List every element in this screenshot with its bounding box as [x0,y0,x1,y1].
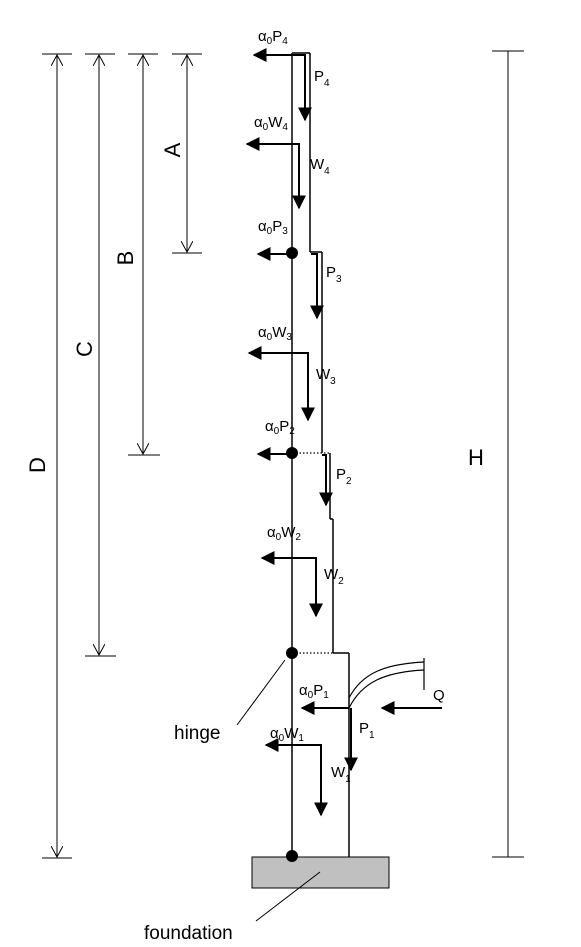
foundation-block [251,856,390,889]
hinge-leader [236,659,286,726]
hinge-label: hinge [174,723,221,744]
joint-base [286,850,298,862]
arrow-W4 [288,143,306,210]
arrow-W3 [296,352,315,422]
dimension-label-D: D [25,457,50,473]
arrow-P3 [310,253,324,320]
dimension-C: C [72,53,116,657]
label-a0W2: α0W2 [267,524,301,543]
dimension-label-H: H [468,445,484,470]
label-P4: P4 [314,68,330,89]
dimension-D: D [25,53,72,859]
arrow-W1 [300,744,328,817]
dimension-B: B [113,53,160,456]
label-a0W1: α0W1 [270,725,304,744]
label-a0W4: α0W4 [254,114,288,133]
arrow-W2 [300,557,323,618]
label-W3: W3 [316,366,336,387]
dimension-H: H [468,50,524,858]
dimension-label-C: C [72,341,97,357]
arrow-P2 [319,454,333,507]
label-Q: Q [433,687,445,704]
label-W1: W1 [331,764,351,785]
vault-element [348,658,425,709]
label-P3: P3 [326,264,342,285]
label-W2: W2 [324,566,344,587]
dimension-label-A: A [160,142,185,157]
dimension-A: A [160,53,202,254]
joint-3 [286,247,298,259]
label-W4: W4 [310,156,330,177]
label-a0P1: α0P1 [299,682,329,701]
label-a0P3: α0P3 [258,218,288,237]
foundation-leader [255,871,321,922]
label-a0P4: α0P4 [258,28,288,47]
joint-1 [286,647,298,659]
arrow-P4 [298,54,312,122]
label-a0W3: α0W3 [258,324,292,343]
label-P1: P1 [359,720,375,741]
dimension-label-B: B [113,251,138,266]
joint-2 [286,447,298,459]
label-P2: P2 [336,466,352,487]
label-a0P2: α0P2 [265,418,295,437]
foundation-label: foundation [144,923,233,944]
